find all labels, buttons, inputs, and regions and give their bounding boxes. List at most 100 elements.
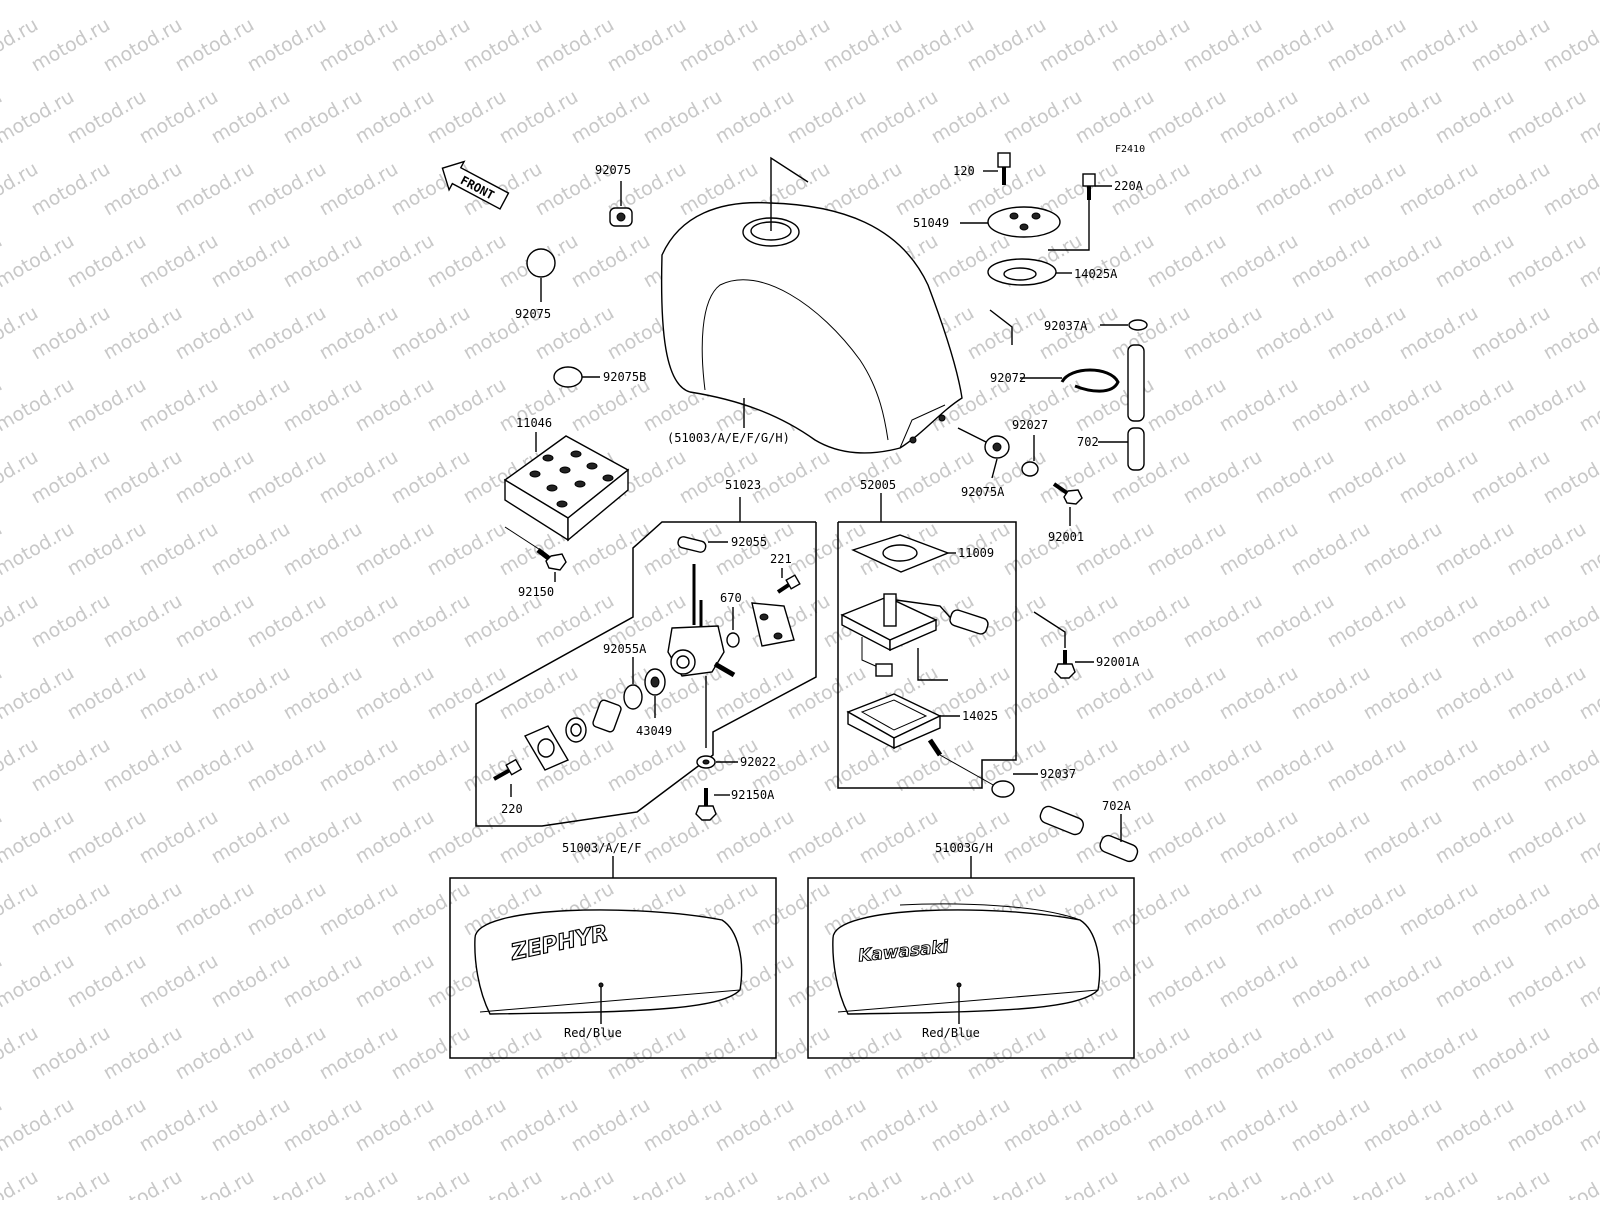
watermark-text: motod.ru [136, 806, 222, 869]
watermark-text: motod.ru [352, 518, 438, 581]
watermark-text: motod.ru [676, 1022, 762, 1085]
watermark-text: motod.ru [1432, 374, 1518, 437]
watermark-text: motod.ru [1468, 14, 1554, 77]
watermark-text: motod.ru [712, 518, 798, 581]
watermark-text: motod.ru [1072, 0, 1158, 4]
label-220A: 220A [1114, 179, 1144, 193]
watermark-text: motod.ru [1000, 518, 1086, 581]
watermark-text: motod.ru [172, 734, 258, 797]
diagram-code: F2410 [1115, 144, 1145, 155]
watermark-text: motod.ru [388, 14, 474, 77]
damper-92075B [554, 367, 600, 387]
watermark-text: motod.ru [208, 0, 294, 4]
watermark-text: motod.ru [1108, 14, 1194, 77]
watermark-text: motod.ru [1180, 302, 1266, 365]
watermark-text: motod.ru [172, 1022, 258, 1085]
watermark-text: motod.ru [640, 0, 726, 4]
label-92037: 92037 [1040, 767, 1076, 781]
watermark-text: motod.ru [1396, 302, 1482, 365]
watermark-text: motod.ru [64, 950, 150, 1013]
watermark-text: motod.ru [748, 1022, 834, 1085]
watermark-text: motod.ru [316, 1022, 402, 1085]
watermark-text: motod.ru [352, 86, 438, 149]
watermark-text: motod.ru [640, 1094, 726, 1157]
watermark-text: motod.ru [388, 734, 474, 797]
watermark-text: motod.ru [1072, 230, 1158, 293]
watermark-text: motod.ru [784, 806, 870, 869]
watermark-text: motod.ru [568, 0, 654, 4]
watermark-text: motod.ru [712, 1094, 798, 1157]
watermark-text: motod.ru [1432, 950, 1518, 1013]
watermark-text: motod.ru [280, 806, 366, 869]
watermark-text: motod.ru [316, 734, 402, 797]
decal-color-left: Red/Blue [564, 1026, 622, 1040]
watermark-text: motod.ru [460, 1022, 546, 1085]
watermark-text: motod.ru [316, 878, 402, 941]
label-14025A: 14025A [1074, 267, 1118, 281]
watermark-text: motod.ru [1108, 734, 1194, 797]
watermark-text: motod.ru [424, 374, 510, 437]
watermark-text: motod.ru [820, 446, 906, 509]
watermark-text: motod.ru [0, 1094, 78, 1157]
watermark-text: motod.ru [1144, 374, 1230, 437]
watermark-text: motod.ru [1216, 950, 1302, 1013]
watermark-text: motod.ru [280, 0, 366, 4]
watermark-text: motod.ru [1180, 14, 1266, 77]
watermark-text: motod.ru [1036, 1022, 1122, 1085]
watermark-text: motod.ru [244, 14, 330, 77]
label-51049: 51049 [913, 216, 949, 230]
watermark-text: motod.ru [1072, 518, 1158, 581]
watermark-text: motod.ru [1432, 662, 1518, 725]
watermark-text: motod.ru [208, 950, 294, 1013]
watermark-text: motod.ru [1468, 1022, 1554, 1085]
watermark-text: motod.ru [208, 230, 294, 293]
watermark-text: motod.ru [352, 662, 438, 725]
watermark-text: motod.ru [712, 0, 798, 4]
watermark-text: motod.ru [1252, 878, 1338, 941]
watermark-text: motod.ru [424, 86, 510, 149]
watermark-text: motod.ru [1540, 590, 1600, 653]
watermark-text: motod.ru [1144, 806, 1230, 869]
watermark-text: motod.ru [1324, 158, 1410, 221]
label-92022: 92022 [740, 755, 776, 769]
watermark-text: motod.ru [244, 302, 330, 365]
watermark-text: motod.ru [712, 86, 798, 149]
watermark-text: motod.ru [172, 302, 258, 365]
watermark-text: motod.ru [1360, 1094, 1446, 1157]
watermark-text: motod.ru [136, 1094, 222, 1157]
watermark-text: motod.ru [316, 446, 402, 509]
label-120: 120 [953, 164, 975, 178]
watermark-text: motod.ru [1432, 806, 1518, 869]
watermark-text: motod.ru [100, 158, 186, 221]
watermark-text: motod.ru [1504, 86, 1590, 149]
watermark-text: motod.ru [1540, 158, 1600, 221]
watermark-text: motod.ru [172, 446, 258, 509]
watermark-text: motod.ru [280, 950, 366, 1013]
watermark-text: motod.ru [1468, 446, 1554, 509]
watermark-text: motod.ru [0, 950, 78, 1013]
watermark-text: motod.ru [784, 86, 870, 149]
watermark-text: motod.ru [1180, 878, 1266, 941]
watermark-text: motod.ru [1324, 590, 1410, 653]
watermark-text: motod.ru [1000, 86, 1086, 149]
watermark-text: motod.ru [1216, 374, 1302, 437]
watermark-text: motod.ru [1360, 662, 1446, 725]
watermark-text: motod.ru [1324, 1022, 1410, 1085]
label-92072: 92072 [990, 371, 1026, 385]
watermark-text: motod.ru [568, 1094, 654, 1157]
watermark-text: motod.ru [100, 302, 186, 365]
label-14025: 14025 [962, 709, 998, 723]
watermark-text: motod.ru [1216, 86, 1302, 149]
label-92001: 92001 [1048, 530, 1084, 544]
watermark-text: motod.ru [1468, 590, 1554, 653]
watermark-text: motod.ru [1144, 1094, 1230, 1157]
watermark-text: motod.ru [496, 662, 582, 725]
watermark-text: motod.ru [676, 446, 762, 509]
watermark-text: motod.ru [316, 590, 402, 653]
watermark-text: motod.ru [1180, 590, 1266, 653]
label-11009: 11009 [958, 546, 994, 560]
label-670: 670 [720, 591, 742, 605]
watermark-text: motod.ru [280, 662, 366, 725]
watermark-text: motod.ru [1360, 518, 1446, 581]
